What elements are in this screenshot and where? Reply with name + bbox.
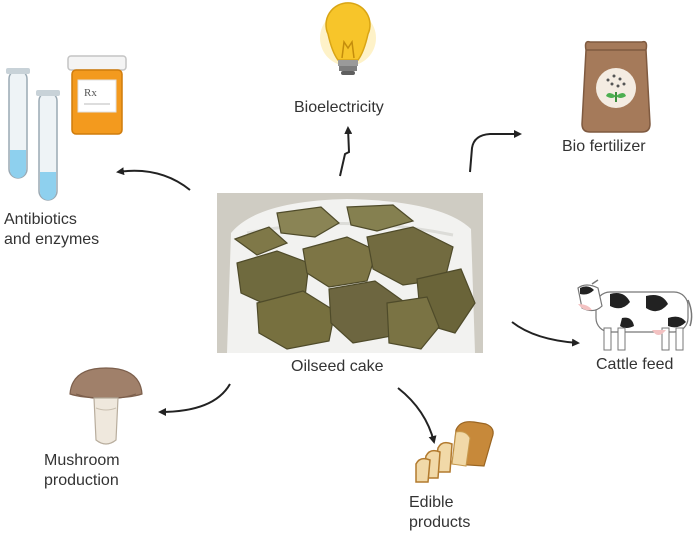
edible-label-line1: Edible xyxy=(409,494,454,511)
oilseed-cake-icon xyxy=(217,193,483,353)
center-label: Oilseed cake xyxy=(291,358,384,375)
arrow-to-cattle-feed xyxy=(511,321,580,347)
cattle-feed-label: Cattle feed xyxy=(596,356,674,373)
arrow-to-bioelectricity xyxy=(339,126,353,177)
antibiotics-label-line2: and enzymes xyxy=(4,231,100,248)
bioelectricity-label: Bioelectricity xyxy=(294,99,384,116)
oilseed-cake-photo xyxy=(217,193,483,353)
arrow-to-edible xyxy=(397,387,437,444)
arrow-to-bio-fertilizer xyxy=(469,130,522,173)
arrow-to-antibiotics xyxy=(116,167,191,191)
mushroom-label-line1: Mushroom xyxy=(44,452,120,469)
mushroom-label-line2: production xyxy=(44,472,119,489)
arrow-to-mushroom xyxy=(158,383,231,416)
edible-label-line2: products xyxy=(409,514,471,531)
bio-fertilizer-label: Bio fertilizer xyxy=(562,138,646,155)
antibiotics-label-line1: Antibiotics xyxy=(4,211,77,228)
